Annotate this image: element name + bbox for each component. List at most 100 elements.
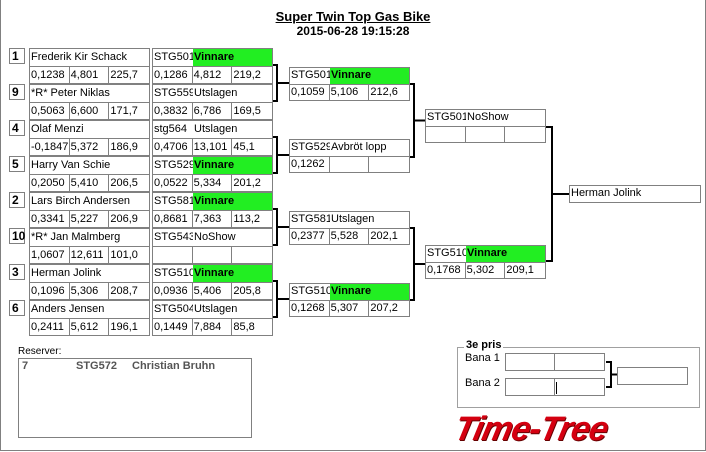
- seed-number: 2: [9, 192, 25, 208]
- seed-number: 4: [9, 120, 25, 136]
- bike-id: STG529: [154, 159, 193, 171]
- result-cell: 5,306: [70, 283, 110, 299]
- result-cell: 113,2: [233, 213, 261, 225]
- result-cell: 5,106: [330, 85, 370, 100]
- status: Vinnare: [330, 284, 409, 300]
- bike-id: STG501: [427, 111, 466, 123]
- result-cell: 207,2: [370, 302, 398, 314]
- result-cell: 85,8: [233, 321, 255, 333]
- result-cell: [232, 247, 272, 263]
- result-cell: 12,611: [70, 247, 110, 263]
- bracket-connector: [410, 227, 425, 301]
- result-cell: 0,2377: [290, 229, 330, 244]
- result-cell: 196,1: [110, 321, 138, 333]
- bracket-connector: [273, 280, 289, 318]
- bracket-connector: [546, 126, 569, 262]
- result-cell: 13,101: [193, 139, 233, 155]
- page-title: Super Twin Top Gas Bike: [275, 9, 431, 24]
- final-winner: Herman Jolink: [571, 187, 642, 199]
- reserves-list[interactable]: 7 STG572 Christian Bruhn: [18, 358, 252, 438]
- bracket-connector: [273, 64, 289, 102]
- result-cell: 5,406: [193, 283, 233, 299]
- third-lane2-id[interactable]: [505, 378, 555, 396]
- result-cell: 0,1238: [30, 67, 70, 83]
- result-cell: [369, 157, 409, 172]
- result-cell: 0,1768: [426, 263, 466, 278]
- bike-id: STG510: [427, 247, 466, 259]
- third-lane1-status[interactable]: [554, 353, 605, 371]
- result-cell: 208,7: [110, 285, 138, 297]
- result-cell: 0,3341: [30, 211, 70, 227]
- result-cell: 209,1: [506, 264, 534, 276]
- seed-number: 9: [9, 84, 25, 100]
- result-cell: 5,334: [193, 175, 233, 191]
- status: Utslagen: [194, 87, 238, 99]
- result-cell: 4,801: [70, 67, 110, 83]
- bike-id: STG581: [291, 213, 330, 225]
- bike-id: STG510: [154, 267, 193, 279]
- result-cell: 0,5063: [30, 103, 70, 119]
- result-cell: 0,0522: [153, 175, 193, 191]
- reserve-num: 7: [22, 360, 29, 372]
- result-cell: [330, 157, 370, 172]
- result-cell: 206,9: [110, 213, 138, 225]
- bracket-connector: [606, 361, 617, 388]
- bike-id: STG501: [154, 51, 193, 63]
- reserve-item[interactable]: 7 STG572 Christian Bruhn: [19, 359, 251, 372]
- bracket-connector: [273, 136, 289, 174]
- result-cell: -0,1847: [31, 139, 70, 155]
- third-lane2-status[interactable]: [554, 378, 605, 396]
- reserves-label: Reserver:: [18, 346, 62, 357]
- result-cell: 0,8681: [153, 211, 193, 227]
- result-cell: 206,5: [110, 177, 138, 189]
- result-cell: [505, 127, 545, 142]
- third-lane1-id[interactable]: [505, 353, 555, 371]
- result-cell: 5,372: [70, 139, 110, 155]
- entrant-name: Anders Jensen: [31, 303, 105, 315]
- result-cell: 6,600: [70, 103, 110, 119]
- final-winner-box[interactable]: Herman Jolink: [569, 185, 701, 203]
- time-tree-logo: Time-Tree: [451, 410, 612, 448]
- status: Utslagen: [194, 123, 238, 135]
- entrant-name: Frederik Kir Schack: [31, 51, 127, 63]
- seed-number: 10: [9, 228, 25, 244]
- seed-number: 3: [9, 264, 25, 280]
- seed-number: 5: [9, 156, 25, 172]
- third-winner[interactable]: [617, 367, 688, 385]
- bracket-connector: [410, 83, 425, 158]
- bike-id: stg564: [154, 123, 188, 135]
- bike-id: STG543: [154, 231, 193, 243]
- result-cell: 5,612: [70, 319, 110, 335]
- result-cell: [466, 127, 506, 142]
- result-cell: 0,1449: [153, 319, 193, 335]
- result-cell: 45,1: [233, 141, 255, 153]
- entrant-name: *R* Peter Niklas: [31, 87, 110, 99]
- result-cell: 171,7: [110, 105, 138, 117]
- seed-number: 6: [9, 300, 25, 316]
- bike-id: STG504: [154, 303, 193, 315]
- status: Utslagen: [331, 213, 375, 225]
- result-cell: 0,4706: [153, 139, 193, 155]
